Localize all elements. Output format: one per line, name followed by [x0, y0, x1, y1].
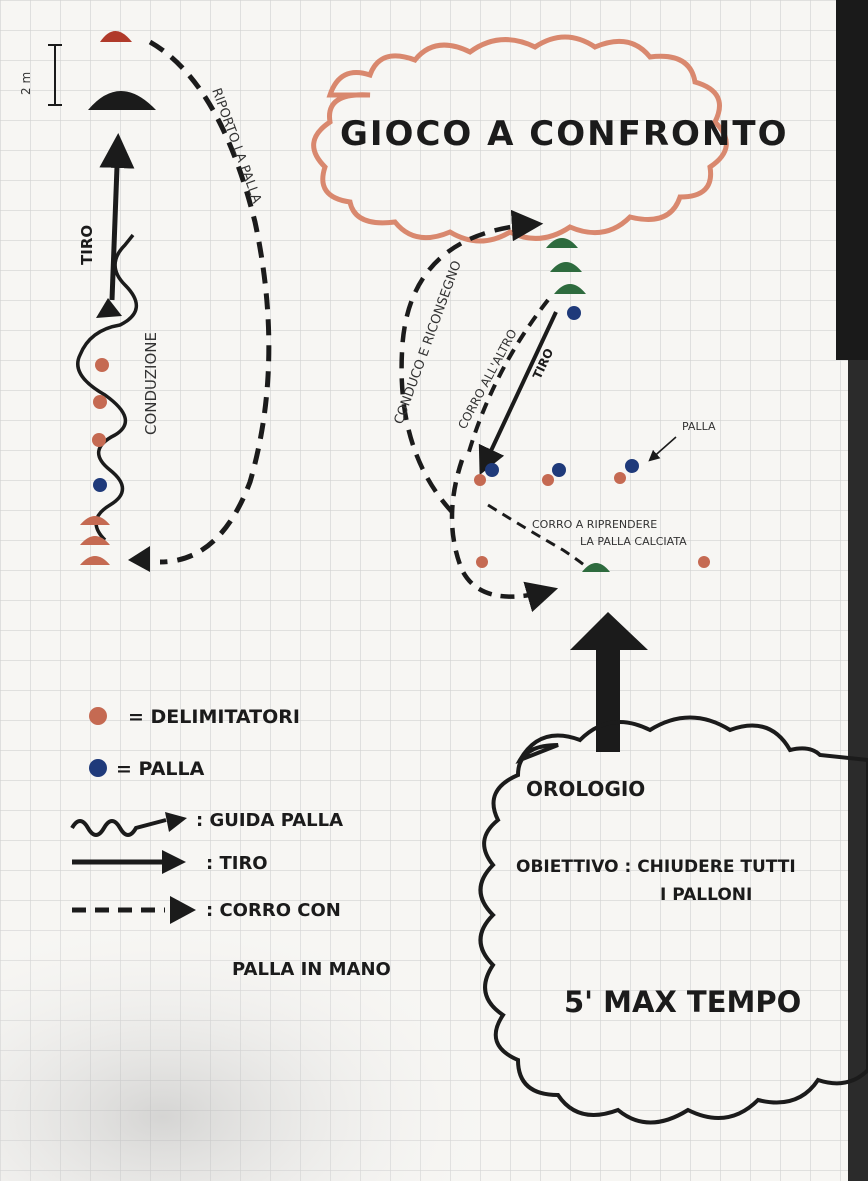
tempo-label: 5' MAX TEMPO	[564, 985, 801, 1019]
corro-legend-head	[170, 896, 196, 924]
palla-dot	[567, 306, 581, 320]
title: GIOCO A CONFRONTO	[340, 114, 788, 154]
cone-icon	[88, 91, 156, 110]
delimitatore-legend-dot	[89, 707, 107, 725]
palla-dot	[625, 459, 639, 473]
cone-icon	[546, 238, 578, 248]
conduco-path	[399, 209, 544, 514]
obiettivo-label-1: OBIETTIVO : CHIUDERE TUTTI	[516, 857, 796, 877]
shadow-area	[0, 860, 540, 1181]
arrow-up-icon	[570, 612, 648, 752]
legend-corro-1: : CORRO CON	[206, 900, 341, 921]
delimitatore-dot	[542, 474, 554, 486]
guida-arrow-head	[165, 812, 187, 832]
palla-dot	[93, 478, 107, 492]
corro-path	[466, 298, 550, 456]
delimitatore-dot	[474, 474, 486, 486]
dribble-path	[76, 233, 138, 542]
scale-bar	[48, 44, 62, 106]
conduzione-label: CONDUZIONE	[142, 332, 160, 435]
cone-icon	[80, 556, 110, 565]
riprendere-label-1: CORRO A RIPRENDERE	[532, 518, 657, 531]
delimitatore-dot	[92, 433, 106, 447]
guida-palla-icon	[70, 818, 167, 837]
tiro-label-left: TIRO	[78, 225, 96, 265]
title-cloud	[311, 34, 729, 244]
legend-corro-2: PALLA IN MANO	[232, 959, 391, 980]
delimitatore-dot	[614, 472, 626, 484]
note-cloud	[478, 715, 868, 1125]
shot-arrow	[99, 133, 135, 301]
legend-delimitatori: = DELIMITATORI	[128, 706, 300, 728]
page-edge	[836, 0, 868, 360]
delimitatore-dot	[95, 358, 109, 372]
palla-pointer	[648, 436, 677, 462]
delimitatore-dot	[476, 556, 488, 568]
scale-label: 2 m	[19, 72, 33, 95]
delimitatore-dot	[93, 395, 107, 409]
dribble-arrow-icon	[96, 298, 122, 318]
legend-guida-palla: : GUIDA PALLA	[196, 810, 343, 831]
return-arrow-icon	[128, 546, 150, 572]
cone-icon	[554, 284, 586, 294]
palla-label: PALLA	[682, 420, 716, 433]
goal-icon	[100, 31, 132, 42]
cone-icon	[80, 516, 110, 525]
palla-dot	[552, 463, 566, 477]
palla-dot	[485, 463, 499, 477]
legend-palla: = PALLA	[116, 758, 205, 780]
return-path	[148, 39, 272, 565]
delimitatore-dot	[698, 556, 710, 568]
cone-icon	[550, 262, 582, 272]
palla-legend-dot	[89, 759, 107, 777]
riprendere-label-2: LA PALLA CALCIATA	[580, 535, 687, 548]
riprendere-path	[487, 503, 589, 570]
cone-icon	[80, 536, 110, 545]
legend: = DELIMITATORI = PALLA : GUIDA PALLA : T…	[70, 706, 391, 980]
page-edge-lower	[848, 360, 868, 1181]
obiettivo-label-2: I PALLONI	[660, 885, 752, 905]
orologio-label: OROLOGIO	[526, 777, 645, 801]
cone-icon	[582, 563, 610, 572]
tiro-legend-head	[162, 850, 186, 874]
legend-tiro: : TIRO	[206, 853, 268, 874]
shot-arrow	[478, 311, 558, 476]
loop-path	[449, 459, 559, 613]
